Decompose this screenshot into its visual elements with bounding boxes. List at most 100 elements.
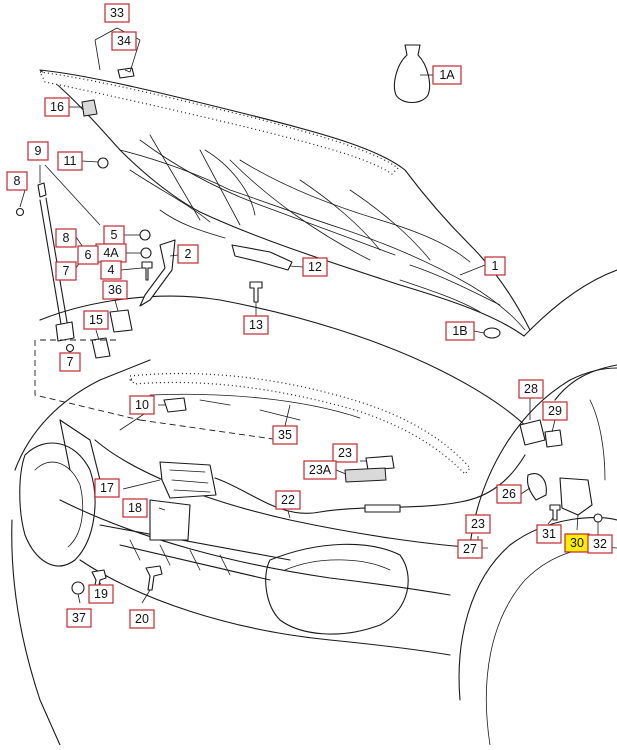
svg-text:35: 35 [278,428,292,442]
callout-10: 10 [129,395,155,415]
svg-text:18: 18 [128,501,142,515]
cable-guide [365,455,395,471]
hinge-bolt [141,261,153,281]
bay-seal-strip [129,372,471,475]
bracket-bolt [549,504,561,521]
callout-23: 23 [332,443,358,463]
svg-text:17: 17 [100,481,114,495]
bracket-clip [593,513,603,523]
callout-16: 16 [44,97,70,117]
callout-19: 19 [88,584,114,604]
callout-8-lower: 8 [55,228,77,248]
svg-text:19: 19 [94,587,108,601]
strut-clip [15,207,25,217]
callout-29: 29 [542,401,568,421]
svg-text:36: 36 [108,283,122,297]
hood-hinge [139,239,176,307]
seal-clip [117,67,135,79]
callout-11: 11 [57,151,83,171]
svg-text:27: 27 [463,542,477,556]
callout-12: 12 [302,257,328,277]
svg-text:29: 29 [548,404,562,418]
svg-text:23A: 23A [309,463,332,477]
grouping-line-lower [139,419,281,441]
svg-text:4A: 4A [103,246,119,260]
svg-text:7: 7 [67,355,74,369]
callout-4A: 4A [95,243,127,263]
callout-5: 5 [103,225,125,245]
callout-8: 8 [6,171,28,191]
svg-text:12: 12 [308,260,322,274]
svg-text:8: 8 [63,231,70,245]
callout-26: 26 [496,484,522,504]
svg-text:37: 37 [72,611,86,625]
svg-text:23: 23 [471,517,485,531]
svg-text:30: 30 [570,536,584,550]
callout-7-lower: 7 [59,352,81,372]
cable-guide-insert [344,467,387,483]
bonnet-panel [39,69,531,337]
callout-6: 6 [77,245,99,265]
svg-text:7: 7 [63,264,70,278]
hood-buffer [91,337,111,359]
callout-32: 32 [587,534,613,554]
hood-seal-strip [38,71,399,175]
callout-9: 9 [27,141,49,161]
svg-text:28: 28 [524,382,538,396]
hex-nut [97,157,109,169]
callout-30: 30 [564,533,590,553]
svg-text:31: 31 [542,527,556,541]
callout-37: 37 [66,608,92,628]
lever-bracket [559,477,593,516]
callout-13: 13 [243,315,269,335]
callout-34: 34 [111,31,137,51]
callout-27: 27 [457,539,483,559]
callout-20: 20 [129,609,155,629]
callout-17: 17 [94,478,120,498]
cable-clip [163,397,187,413]
ball-socket-clip [65,343,75,353]
hinge-nut [139,229,151,241]
callout-36: 36 [102,280,128,300]
svg-text:9: 9 [35,144,42,158]
callout-1: 1 [484,256,506,276]
callout-35: 35 [272,425,298,445]
cable-sleeve [364,504,401,513]
callout-23A: 23A [303,460,337,480]
hood-lock [159,461,217,499]
grouping-line-upper [34,339,141,421]
striker-screw [249,281,263,303]
callout-18: 18 [122,498,148,518]
svg-text:26: 26 [502,487,516,501]
callout-1A: 1A [432,65,462,85]
callout-1B: 1B [445,321,475,341]
callout-4: 4 [100,260,122,280]
tow-eye-cap [71,581,85,595]
svg-text:10: 10 [135,398,149,412]
svg-text:1: 1 [492,259,499,273]
washer [140,247,152,259]
callout-15: 15 [83,310,109,330]
lock-striker [231,244,293,271]
bump-stop [81,99,98,117]
callout-33: 33 [104,3,130,23]
svg-text:32: 32 [593,537,607,551]
grease-tube [393,44,431,104]
svg-text:8: 8 [14,174,21,188]
rubber-bracket [109,309,133,333]
svg-text:13: 13 [249,318,263,332]
svg-text:15: 15 [89,313,103,327]
svg-text:1A: 1A [439,68,455,82]
svg-text:4: 4 [108,263,115,277]
callout-31: 31 [536,524,562,544]
svg-text:20: 20 [135,612,149,626]
svg-text:11: 11 [64,154,77,168]
svg-text:5: 5 [111,228,118,242]
callout-2: 2 [177,244,199,264]
svg-text:22: 22 [281,493,295,507]
svg-text:23: 23 [338,446,352,460]
callout-28: 28 [518,379,544,399]
lock-bracket [149,499,191,541]
